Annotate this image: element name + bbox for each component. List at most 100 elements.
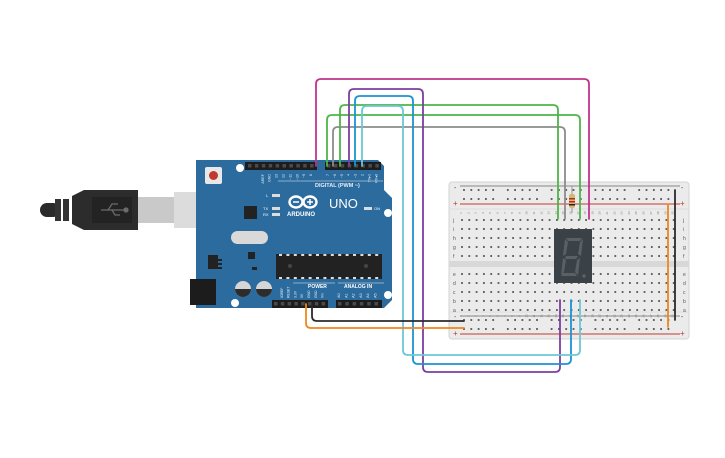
breadboard-hole[interactable]: [534, 246, 536, 248]
header-pin-hole[interactable]: [289, 164, 293, 168]
breadboard-hole[interactable]: [563, 309, 566, 311]
wire-pin6-to-display[interactable]: [332, 126, 566, 220]
breadboard-hole[interactable]: [504, 255, 507, 257]
breadboard-hole[interactable]: [485, 189, 487, 191]
resistor[interactable]: [569, 186, 575, 213]
breadboard-hole[interactable]: [536, 198, 538, 200]
breadboard-hole[interactable]: [621, 291, 624, 293]
breadboard-hole[interactable]: [616, 198, 619, 200]
breadboard-hole[interactable]: [629, 237, 631, 239]
breadboard-hole[interactable]: [623, 319, 626, 321]
breadboard-hole[interactable]: [601, 328, 604, 330]
breadboard-hole[interactable]: [601, 198, 604, 200]
breadboard-hole[interactable]: [519, 273, 522, 275]
breadboard-hole[interactable]: [629, 219, 631, 221]
breadboard-hole[interactable]: [483, 237, 485, 239]
breadboard-hole[interactable]: [592, 228, 595, 230]
breadboard-hole[interactable]: [483, 309, 485, 311]
breadboard-hole[interactable]: [512, 237, 514, 239]
breadboard-hole[interactable]: [592, 219, 595, 221]
breadboard-hole[interactable]: [512, 273, 514, 275]
breadboard-hole[interactable]: [650, 237, 653, 239]
header-pin-hole[interactable]: [340, 164, 345, 168]
breadboard-hole[interactable]: [592, 255, 595, 257]
breadboard-hole[interactable]: [468, 309, 471, 311]
breadboard-hole[interactable]: [565, 189, 568, 191]
breadboard-hole[interactable]: [614, 282, 617, 284]
breadboard-hole[interactable]: [672, 282, 675, 284]
breadboard-hole[interactable]: [468, 228, 471, 230]
breadboard-hole[interactable]: [541, 300, 544, 302]
breadboard-hole[interactable]: [461, 246, 463, 248]
breadboard-hole[interactable]: [650, 273, 653, 275]
breadboard-hole[interactable]: [592, 246, 595, 248]
breadboard-hole[interactable]: [490, 255, 493, 257]
header-pin-hole[interactable]: [368, 164, 372, 168]
breadboard-hole[interactable]: [485, 328, 487, 330]
breadboard-hole[interactable]: [645, 198, 648, 200]
breadboard-hole[interactable]: [468, 282, 471, 284]
breadboard-hole[interactable]: [599, 273, 602, 275]
wire-gnd-to-rail[interactable]: [311, 303, 465, 322]
breadboard-hole[interactable]: [607, 246, 609, 248]
breadboard-hole[interactable]: [565, 319, 568, 321]
breadboard-hole[interactable]: [470, 189, 473, 191]
breadboard-hole[interactable]: [577, 309, 580, 311]
breadboard-hole[interactable]: [497, 309, 500, 311]
breadboard-hole[interactable]: [519, 282, 522, 284]
wire-pin2-to-display[interactable]: [361, 105, 581, 356]
breadboard-hole[interactable]: [548, 237, 551, 239]
breadboard-hole[interactable]: [658, 228, 660, 230]
breadboard-hole[interactable]: [621, 255, 624, 257]
breadboard-hole[interactable]: [585, 309, 587, 311]
breadboard-hole[interactable]: [514, 189, 516, 191]
breadboard-hole[interactable]: [672, 228, 675, 230]
breadboard-hole[interactable]: [665, 300, 668, 302]
breadboard-hole[interactable]: [652, 198, 655, 200]
breadboard-hole[interactable]: [475, 237, 478, 239]
breadboard-hole[interactable]: [514, 198, 516, 200]
header-pin-hole[interactable]: [261, 164, 266, 168]
breadboard-hole[interactable]: [629, 255, 631, 257]
breadboard-hole[interactable]: [556, 219, 558, 221]
header-pin-hole[interactable]: [303, 164, 307, 168]
breadboard-hole[interactable]: [614, 246, 617, 248]
breadboard-hole[interactable]: [490, 228, 493, 230]
breadboard-hole[interactable]: [528, 189, 531, 191]
breadboard-hole[interactable]: [541, 282, 544, 284]
breadboard-hole[interactable]: [475, 282, 478, 284]
breadboard-hole[interactable]: [521, 189, 524, 191]
breadboard-hole[interactable]: [541, 228, 544, 230]
breadboard-hole[interactable]: [577, 300, 580, 302]
breadboard-hole[interactable]: [599, 291, 602, 293]
header-pin-hole[interactable]: [275, 164, 280, 168]
breadboard-hole[interactable]: [672, 237, 675, 239]
breadboard-hole[interactable]: [534, 309, 536, 311]
breadboard-hole[interactable]: [521, 198, 524, 200]
breadboard-hole[interactable]: [504, 291, 507, 293]
breadboard-hole[interactable]: [463, 328, 465, 330]
breadboard-hole[interactable]: [526, 255, 529, 257]
breadboard-hole[interactable]: [621, 273, 624, 275]
breadboard-hole[interactable]: [636, 219, 639, 221]
breadboard-hole[interactable]: [483, 255, 485, 257]
breadboard-hole[interactable]: [629, 309, 631, 311]
header-pin-hole[interactable]: [248, 164, 252, 168]
header-pin-hole[interactable]: [282, 164, 287, 168]
breadboard-hole[interactable]: [504, 300, 507, 302]
breadboard-hole[interactable]: [519, 291, 522, 293]
wire-pin8-to-display[interactable]: [315, 78, 590, 220]
breadboard-hole[interactable]: [475, 300, 478, 302]
breadboard-hole[interactable]: [504, 309, 507, 311]
breadboard-hole[interactable]: [592, 273, 595, 275]
breadboard-hole[interactable]: [461, 237, 463, 239]
breadboard-hole[interactable]: [629, 246, 631, 248]
breadboard-hole[interactable]: [483, 300, 485, 302]
breadboard-hole[interactable]: [550, 189, 553, 191]
breadboard-hole[interactable]: [548, 246, 551, 248]
breadboard-hole[interactable]: [614, 228, 617, 230]
breadboard-hole[interactable]: [512, 228, 514, 230]
breadboard-hole[interactable]: [536, 189, 538, 191]
breadboard-hole[interactable]: [614, 255, 617, 257]
header-pin-hole[interactable]: [345, 302, 349, 306]
